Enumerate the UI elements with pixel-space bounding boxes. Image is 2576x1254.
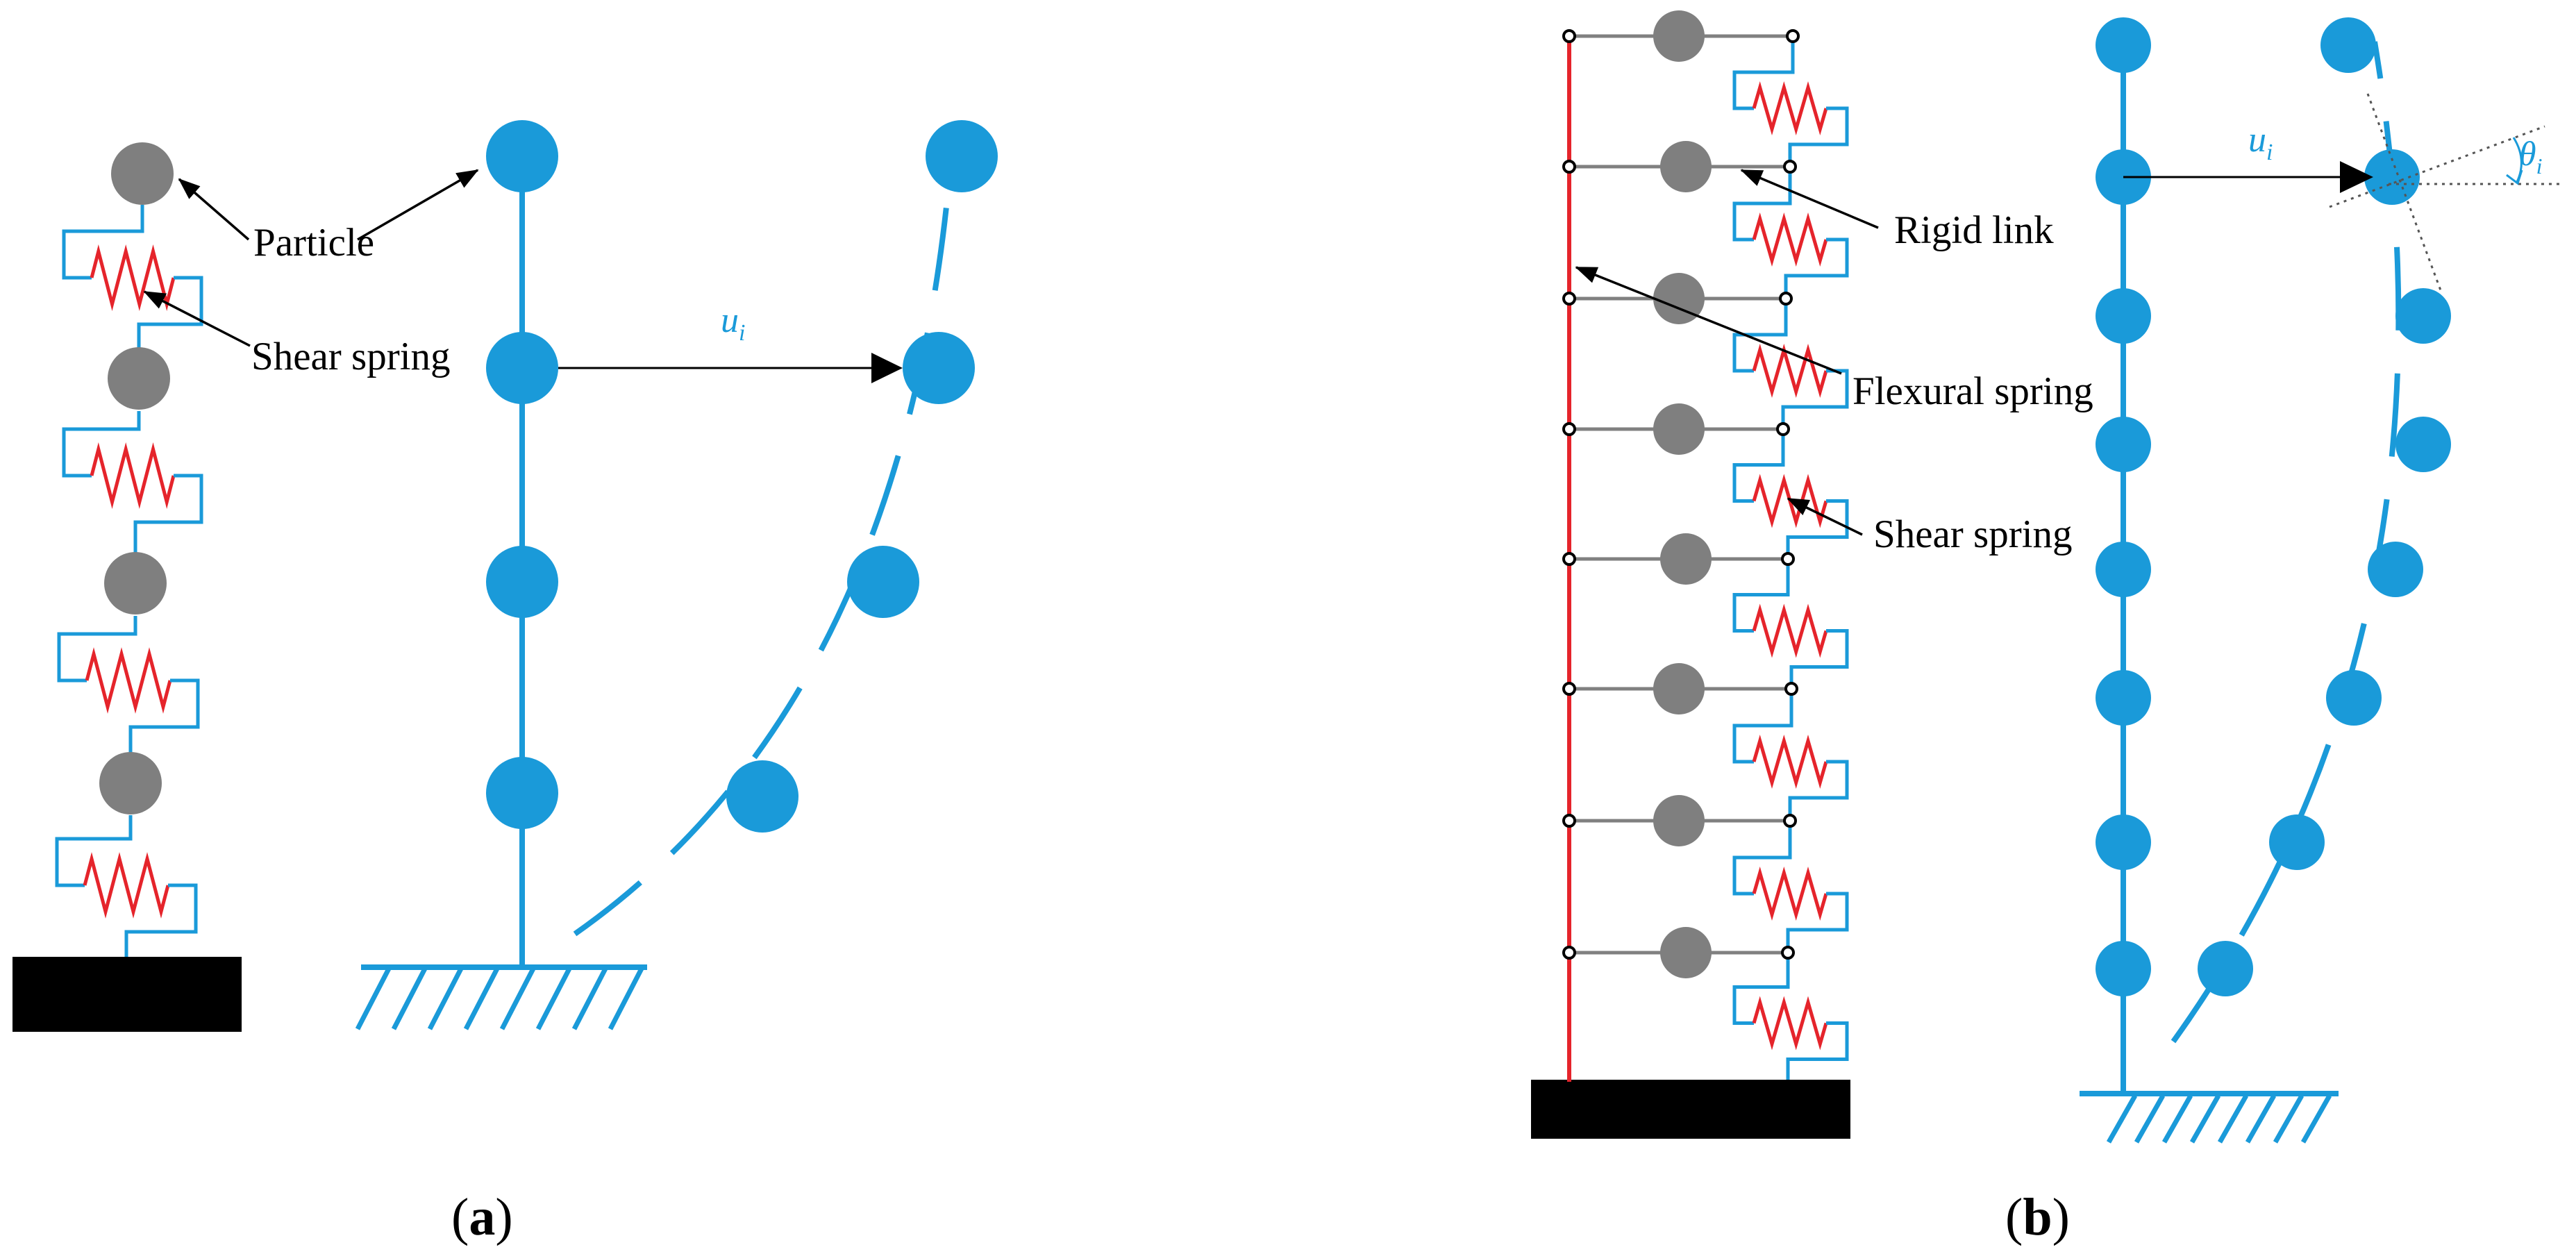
panel-b-deformed-shape (2171, 17, 2562, 1044)
panel-b-particle-8 (1660, 927, 1712, 978)
panel-b-spring-chain (1562, 10, 1849, 1080)
caption-b: (b) (2005, 1188, 2070, 1246)
panel-b: ui θi Rigid link Flexural spring Shear s… (1531, 10, 2562, 1246)
panel-b-column-node-3 (2096, 288, 2151, 344)
panel-a-deformed-node-2 (903, 332, 975, 404)
panel-b-shear-spring-7 (1732, 826, 1849, 947)
panel-b-column-node-7 (2096, 814, 2151, 870)
panel-b-shear-spring-6 (1732, 694, 1849, 815)
panel-a-displacement-arrow (558, 353, 903, 383)
panel-b-column-node-5 (2096, 542, 2151, 597)
particle-label: Particle (253, 221, 374, 265)
panel-a-particle-3 (104, 552, 167, 615)
panel-a-base-block (12, 957, 242, 1032)
panel-b-particle-1 (1653, 10, 1705, 62)
panel-a-shear-spring-2 (62, 411, 203, 554)
panel-b-straight-column (2080, 17, 2339, 1144)
displacement-label-b: ui (2248, 120, 2273, 165)
panel-b-column-node-8 (2096, 941, 2151, 996)
panel-b-column-node-6 (2096, 670, 2151, 726)
panel-a: ui Particle Shear spring (a) (12, 120, 998, 1246)
panel-b-particle-4 (1653, 403, 1705, 455)
panel-a-shear-spring-3 (57, 616, 200, 754)
panel-b-column-node-1 (2096, 17, 2151, 73)
panel-a-fixed-support-hatch (355, 967, 644, 1030)
panel-b-deformed-node-4 (2395, 417, 2451, 472)
panel-b-shear-spring-5 (1732, 565, 1849, 683)
panel-b-deformed-node-2 (2364, 149, 2420, 205)
panel-b-shear-spring-1 (1732, 42, 1849, 161)
panel-b-displacement-arrow (2123, 161, 2373, 193)
panel-a-particle-1 (111, 142, 174, 205)
panel-b-column-node-4 (2096, 417, 2151, 472)
panel-a-shear-chain (55, 142, 203, 957)
rotation-label: θi (2519, 134, 2542, 178)
panel-a-deformed-node-4 (726, 760, 798, 833)
panel-b-shear-spring-2 (1732, 172, 1849, 293)
shear-spring-label-a: Shear spring (251, 335, 451, 378)
panel-b-deformed-node-7 (2269, 814, 2325, 870)
panel-b-shear-spring-3 (1732, 304, 1849, 424)
panel-b-shear-spring-8 (1732, 958, 1849, 1080)
panel-a-straight-column (355, 120, 647, 1030)
panel-a-column-node-4 (486, 757, 558, 829)
panel-a-shear-spring-1 (62, 205, 203, 349)
panel-a-deformed-shape (573, 120, 998, 937)
panel-a-deformed-node-1 (926, 120, 998, 192)
panel-b-particle-7 (1653, 795, 1705, 846)
panel-b-deformed-node-6 (2326, 670, 2382, 726)
panel-b-base-block (1531, 1080, 1850, 1139)
panel-b-particle-6 (1653, 663, 1705, 714)
panel-b-deformed-node-8 (2198, 941, 2253, 996)
panel-b-label-arrows (1575, 169, 1879, 536)
panel-b-deformed-node-3 (2395, 288, 2451, 344)
caption-a: (a) (451, 1188, 513, 1246)
panel-a-column-node-1 (486, 120, 558, 192)
flexural-spring-label: Flexural spring (1852, 369, 2093, 413)
panel-a-column-node-2 (486, 332, 558, 404)
rigid-link-label: Rigid link (1894, 208, 2054, 252)
panel-a-deformed-node-3 (847, 546, 919, 618)
panel-a-shear-spring-4 (55, 815, 198, 957)
panel-b-particle-5 (1660, 533, 1712, 585)
displacement-label-a: ui (721, 301, 745, 346)
panel-b-shear-spring-4 (1732, 435, 1849, 553)
panel-a-particle-4 (99, 752, 162, 814)
panel-b-particle-2 (1660, 141, 1712, 192)
panel-b-deformed-node-1 (2320, 17, 2376, 73)
panel-a-particle-2 (108, 347, 170, 410)
panel-a-column-node-3 (486, 546, 558, 618)
panel-b-fixed-support-hatch (2106, 1094, 2332, 1144)
shear-spring-label-b: Shear spring (1873, 512, 2073, 556)
panel-b-deformed-node-5 (2368, 542, 2423, 597)
particle-arrows (143, 169, 479, 347)
panel-b-particle-3 (1653, 273, 1705, 324)
